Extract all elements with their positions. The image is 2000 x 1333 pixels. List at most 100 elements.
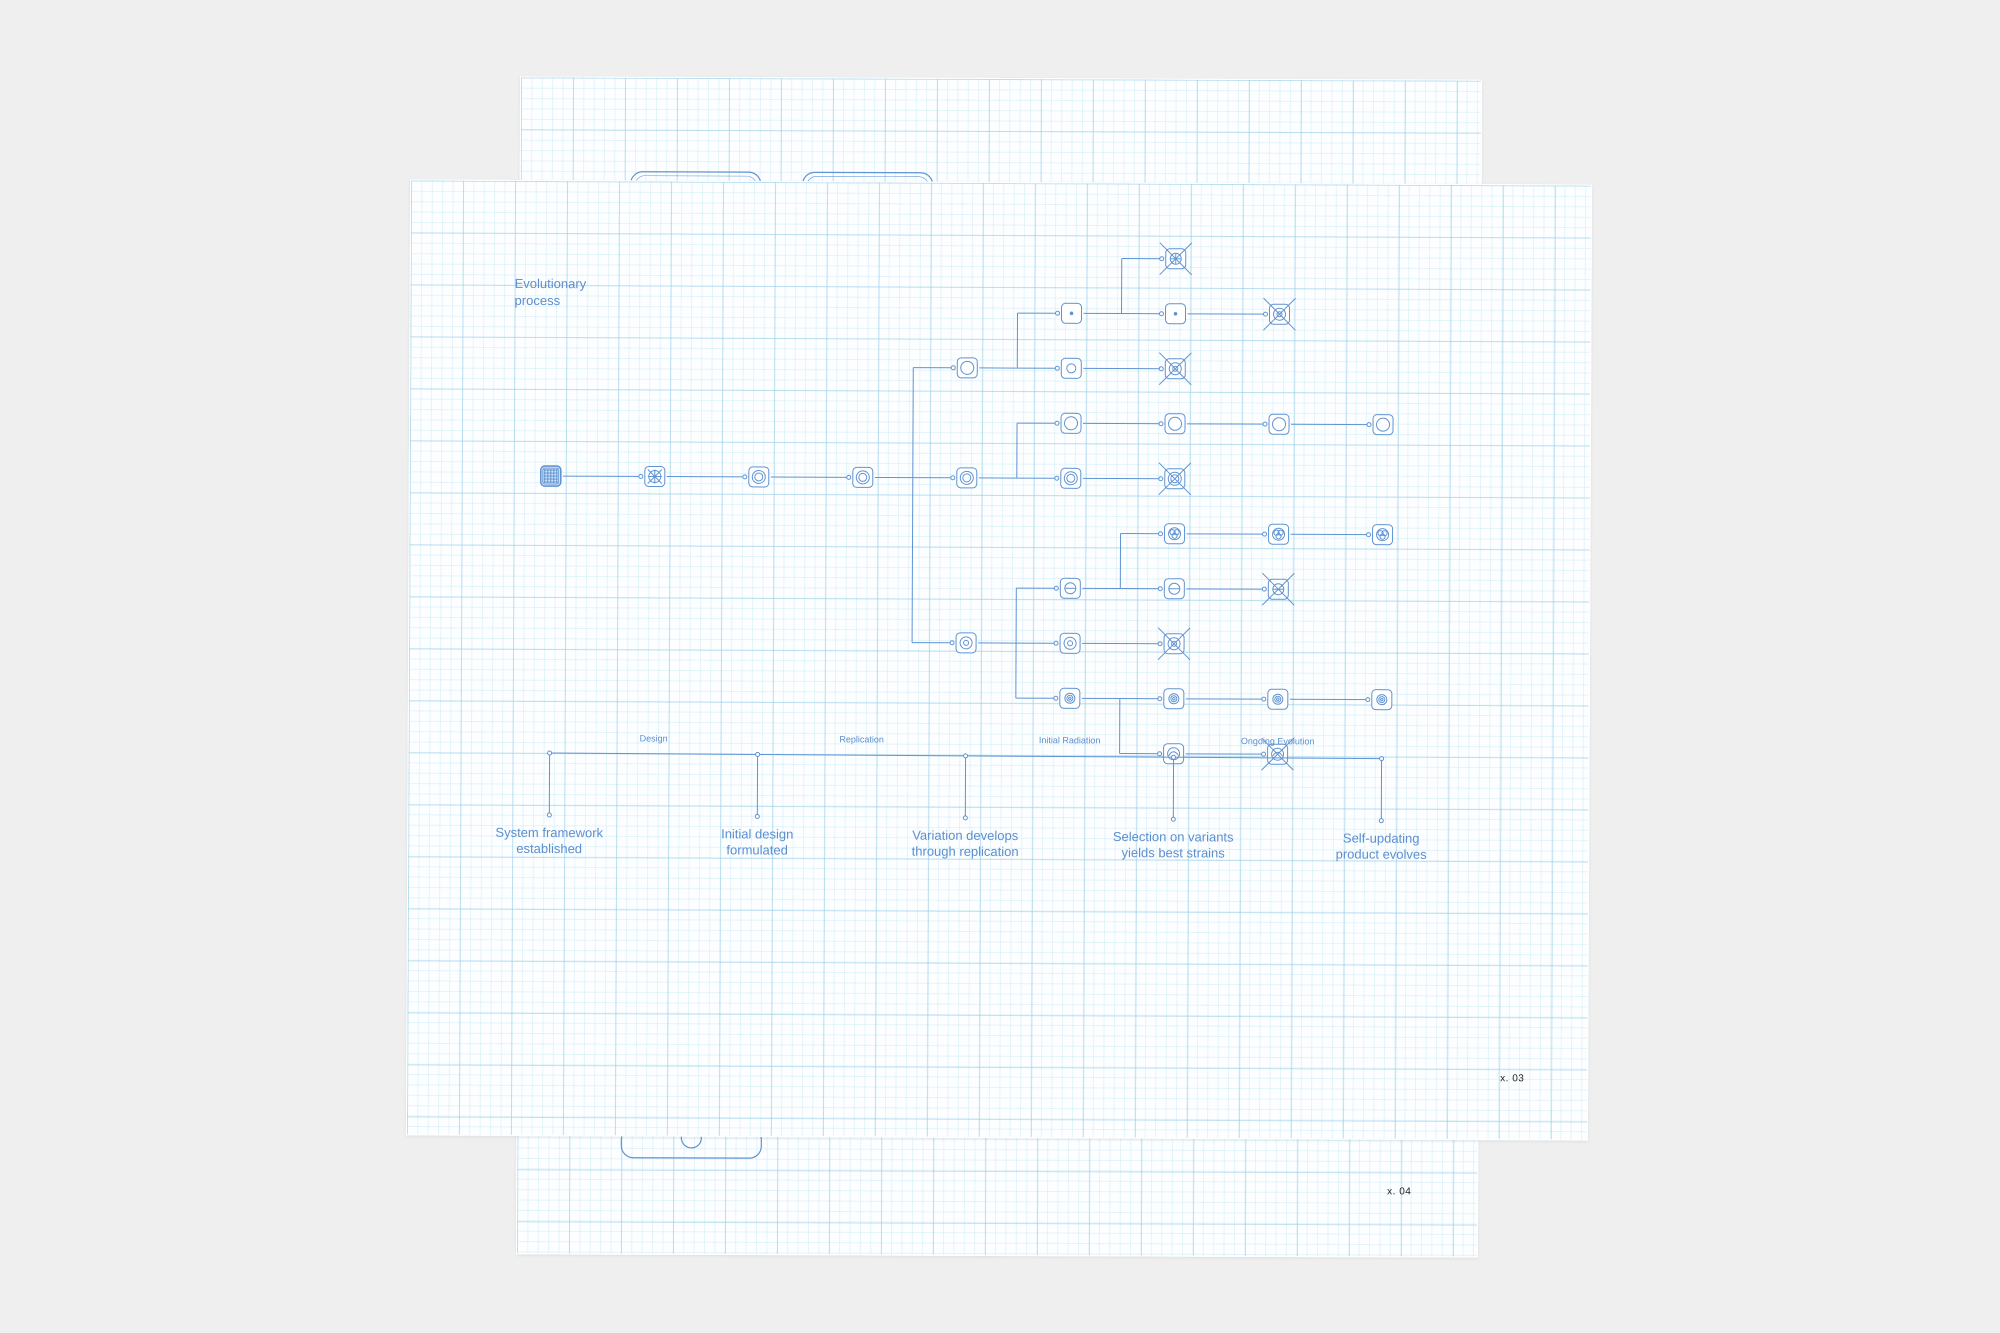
tree-node-split-ring-icon — [1163, 578, 1185, 600]
glyph-circle — [960, 360, 975, 375]
glyph-circle — [1172, 697, 1176, 701]
connector-dot — [1157, 751, 1163, 757]
tree-node-ring-icon — [1268, 413, 1290, 435]
glyph-circle — [1064, 416, 1079, 431]
glyph-circle — [1068, 696, 1072, 701]
connector-dot — [1262, 421, 1268, 427]
extinct-cross-icon — [1157, 627, 1191, 661]
glyph-circle — [855, 470, 870, 485]
tree-node-double-ring-icon — [748, 466, 770, 488]
glyph-circle — [1172, 365, 1179, 372]
back-sheet-number: x. 04 — [1387, 1186, 1412, 1198]
connector-dot — [1261, 696, 1267, 702]
milestone-line: Selection on variants — [1113, 829, 1234, 845]
node-frame — [1268, 413, 1290, 435]
tree-node-ring-icon — [1060, 412, 1082, 434]
connector-dot — [1366, 422, 1372, 428]
phase-label: Initial Radiation — [1039, 735, 1101, 745]
glyph-circle — [1376, 528, 1390, 542]
connector-dot — [1365, 697, 1371, 703]
node-frame — [1267, 688, 1289, 710]
glyph-circle — [1272, 693, 1284, 705]
glyph-dot — [1173, 311, 1178, 316]
connector-dot — [949, 640, 955, 646]
node-frame — [1372, 414, 1394, 436]
glyph-circle — [751, 469, 766, 484]
tree-nodes — [539, 242, 1394, 771]
glyph-circle — [959, 470, 974, 485]
tree-node-ring-icon — [956, 357, 978, 379]
connector-dot — [1366, 532, 1372, 538]
glyph-circle — [1170, 695, 1178, 703]
connector-dot — [1158, 421, 1164, 427]
extinct-cross-icon — [1263, 297, 1296, 331]
connector-dot — [1262, 531, 1268, 537]
milestone-line: Initial design — [721, 826, 793, 841]
tree-node-bullseye-icon — [1163, 688, 1185, 710]
glyph-circle — [1168, 582, 1181, 595]
tree-node-ring-icon — [1372, 414, 1394, 436]
tree-node-double-ring-icon — [1158, 462, 1192, 496]
tree-node-bullseye-icon — [1059, 687, 1081, 709]
glyph-circle — [1066, 694, 1074, 702]
tree-node-double-ring-icon — [1060, 467, 1082, 489]
node-frame — [955, 632, 977, 654]
connector-dot — [846, 474, 852, 480]
tree-node-dense-grid-icon — [539, 465, 562, 487]
connector-dot — [1055, 310, 1061, 316]
connector-dot — [1159, 256, 1165, 262]
connector-dot — [1054, 420, 1060, 426]
glyph-circle — [959, 636, 973, 650]
node-frame — [1059, 687, 1081, 709]
extinct-cross-icon — [1261, 737, 1295, 771]
glyph-circle — [962, 473, 972, 483]
connector-dot — [950, 475, 956, 481]
glyph-circle — [1066, 473, 1076, 483]
phase-label: Ongoing Evolution — [1241, 736, 1315, 746]
connector-dot — [1157, 641, 1163, 647]
node-frame — [1371, 689, 1393, 711]
glyph-circle — [1272, 417, 1287, 432]
connector-dot — [1157, 696, 1163, 702]
node-frame — [1059, 632, 1081, 654]
timeline-dot — [1378, 818, 1384, 824]
node-frame — [956, 357, 978, 379]
connector-dot — [1054, 475, 1060, 481]
tree-node-split-ring-icon — [1261, 572, 1295, 606]
glyph-circle — [1379, 533, 1386, 540]
connector-lines — [562, 256, 1372, 757]
connector-dot — [742, 474, 748, 480]
connector-dot — [950, 365, 956, 371]
connector-dot — [1157, 586, 1163, 592]
glyph-circle — [1167, 637, 1181, 651]
timeline-dot — [963, 753, 969, 759]
glyph-circle — [1378, 696, 1386, 704]
milestone-line: through replication — [912, 844, 1019, 859]
glyph-circle — [1275, 533, 1282, 540]
glyph-circle — [1063, 636, 1077, 650]
milestone-line: formulated — [726, 842, 787, 857]
milestone-line: product evolves — [1336, 846, 1428, 861]
milestone-line: System framework — [495, 825, 603, 840]
connector-dot — [1054, 365, 1060, 371]
node-frame — [956, 467, 978, 489]
glyph-circle — [1170, 474, 1180, 484]
glyph-circle — [1167, 471, 1182, 486]
connector-dot — [1261, 751, 1267, 757]
tree-node-target-icon — [955, 632, 977, 654]
glyph-circle — [1274, 695, 1282, 703]
node-frame — [1164, 413, 1186, 435]
node-frame — [748, 466, 770, 488]
tree-node-bullseye-icon — [1267, 688, 1289, 710]
timeline-dot — [546, 812, 552, 818]
glyph-circle — [1169, 252, 1182, 265]
glyph-circle — [858, 472, 868, 482]
glyph-circle — [1272, 527, 1286, 541]
connector-branch — [911, 367, 914, 643]
